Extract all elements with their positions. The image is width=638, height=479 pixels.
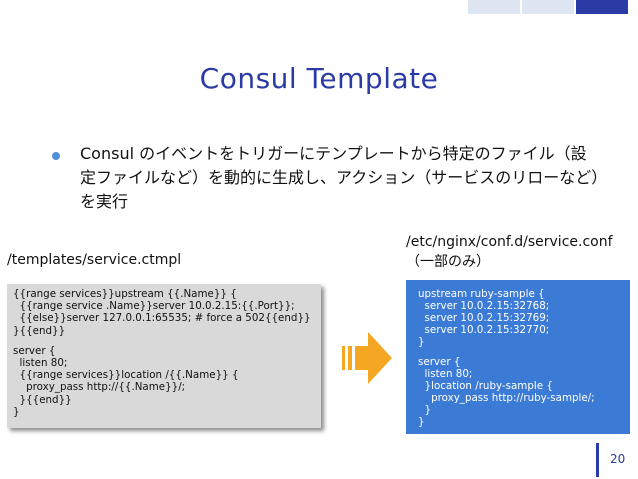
code-line: server 10.0.2.15:32770; [418, 324, 550, 336]
output-path-line1: /etc/nginx/conf.d/service.conf [406, 234, 613, 250]
code-line: server { [13, 344, 56, 357]
template-path-label: /templates/service.ctmpl [7, 252, 182, 268]
bullet-text: Consul のイベントをトリガーにテンプレートから特定のファイル（設定ファイル… [80, 144, 600, 211]
code-line: } [418, 336, 425, 348]
code-line: server { [418, 356, 461, 368]
code-line: upstream ruby-sample { [418, 288, 545, 300]
bullet-icon [52, 152, 60, 160]
corner-square-3 [576, 0, 628, 14]
code-line: listen 80; [418, 368, 473, 380]
right-arrow-icon [342, 332, 392, 384]
output-path-line2: （一部のみ） [406, 254, 490, 270]
generated-code-box: upstream ruby-sample { server 10.0.2.15:… [406, 280, 630, 434]
code-line: } [13, 405, 20, 418]
code-line: proxy_pass http://{{.Name}}/; [13, 381, 186, 394]
code-line: }location /ruby-sample { [418, 380, 553, 392]
output-path-label: /etc/nginx/conf.d/service.conf （一部のみ） [406, 232, 613, 272]
template-code-box: {{range services}}upstream {{.Name}} { {… [7, 284, 321, 428]
code-line: listen 80; [13, 357, 68, 370]
corner-square-1 [468, 0, 520, 14]
code-line: } [418, 416, 425, 428]
corner-square-2 [522, 0, 574, 14]
slide-title: Consul Template [199, 62, 439, 95]
code-line: proxy_pass http://ruby-sample/; [418, 392, 595, 404]
code-line: {{else}}server 127.0.0.1:65535; # force … [13, 312, 311, 325]
code-line: {{range services}}upstream {{.Name}} { [13, 288, 237, 300]
code-line: server 10.0.2.15:32769; [418, 312, 550, 324]
code-line: }{{end}} [13, 393, 72, 406]
code-line: {{range service .Name}}server 10.0.2.15:… [13, 300, 295, 313]
footer-divider [596, 443, 599, 477]
code-line: server 10.0.2.15:32768; [418, 300, 550, 312]
corner-decoration [468, 0, 628, 14]
code-line: } [418, 404, 432, 416]
code-line: }{{end}} [13, 324, 66, 337]
code-line: {{range services}}location /{{.Name}} { [13, 369, 239, 382]
page-number: 20 [610, 452, 626, 466]
